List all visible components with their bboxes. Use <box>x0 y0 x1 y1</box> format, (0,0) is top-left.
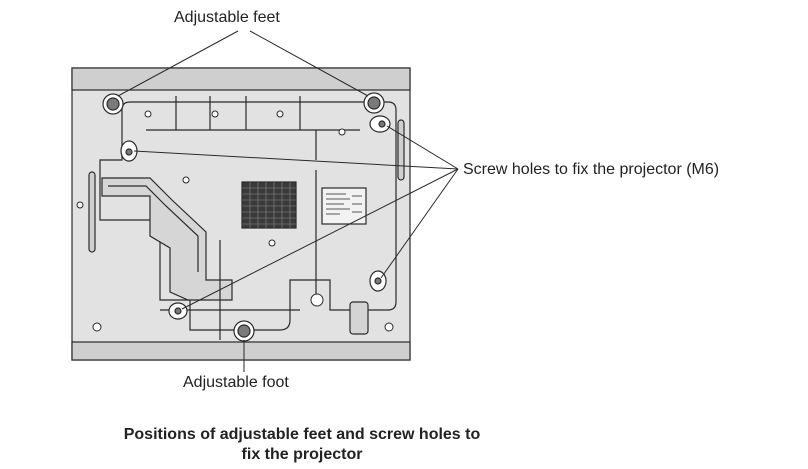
leader-lines <box>117 30 459 372</box>
leader-screw-2 <box>386 125 459 170</box>
rear-edge-strip <box>71 341 411 361</box>
lens-duct-inner <box>108 185 199 272</box>
bottom-bracket <box>349 301 369 335</box>
vent-pattern <box>242 182 296 228</box>
foot-rear-inner <box>237 324 251 338</box>
foot-front-left-inner <box>106 97 120 111</box>
label-screw-holes: Screw holes to fix the projector (M6) <box>463 161 720 178</box>
screw-hole-4-center <box>174 307 182 315</box>
projector-body <box>71 67 411 361</box>
lens-duct <box>101 177 233 301</box>
left-slot <box>88 171 96 253</box>
screw-hole-1-center <box>125 148 133 156</box>
screw-hole-3-center <box>374 277 382 285</box>
leader-feet-left <box>117 30 239 97</box>
label-plate-lines <box>326 193 362 215</box>
adjustable-feet <box>102 92 385 342</box>
leader-screw-1 <box>133 150 459 170</box>
label-adjustable-feet: Adjustable feet <box>174 9 280 26</box>
screw-holes <box>120 115 391 320</box>
caption-line-1: Positions of adjustable feet and screw h… <box>123 426 481 443</box>
caption-line-2: fix the projector <box>241 446 363 463</box>
leader-feet-right <box>249 30 369 97</box>
label-adjustable-foot: Adjustable foot <box>183 374 289 391</box>
leader-screw-4 <box>181 168 459 310</box>
figure-caption: Positions of adjustable feet and screw h… <box>92 425 512 465</box>
leader-screw-3 <box>380 168 459 279</box>
front-edge-strip <box>71 67 411 91</box>
inner-frame <box>99 101 397 331</box>
screw-hole-2-center <box>378 120 386 128</box>
right-slot <box>397 119 405 181</box>
vent-grille <box>241 181 297 229</box>
foot-front-right-inner <box>367 96 381 110</box>
small-bosses <box>76 110 394 332</box>
